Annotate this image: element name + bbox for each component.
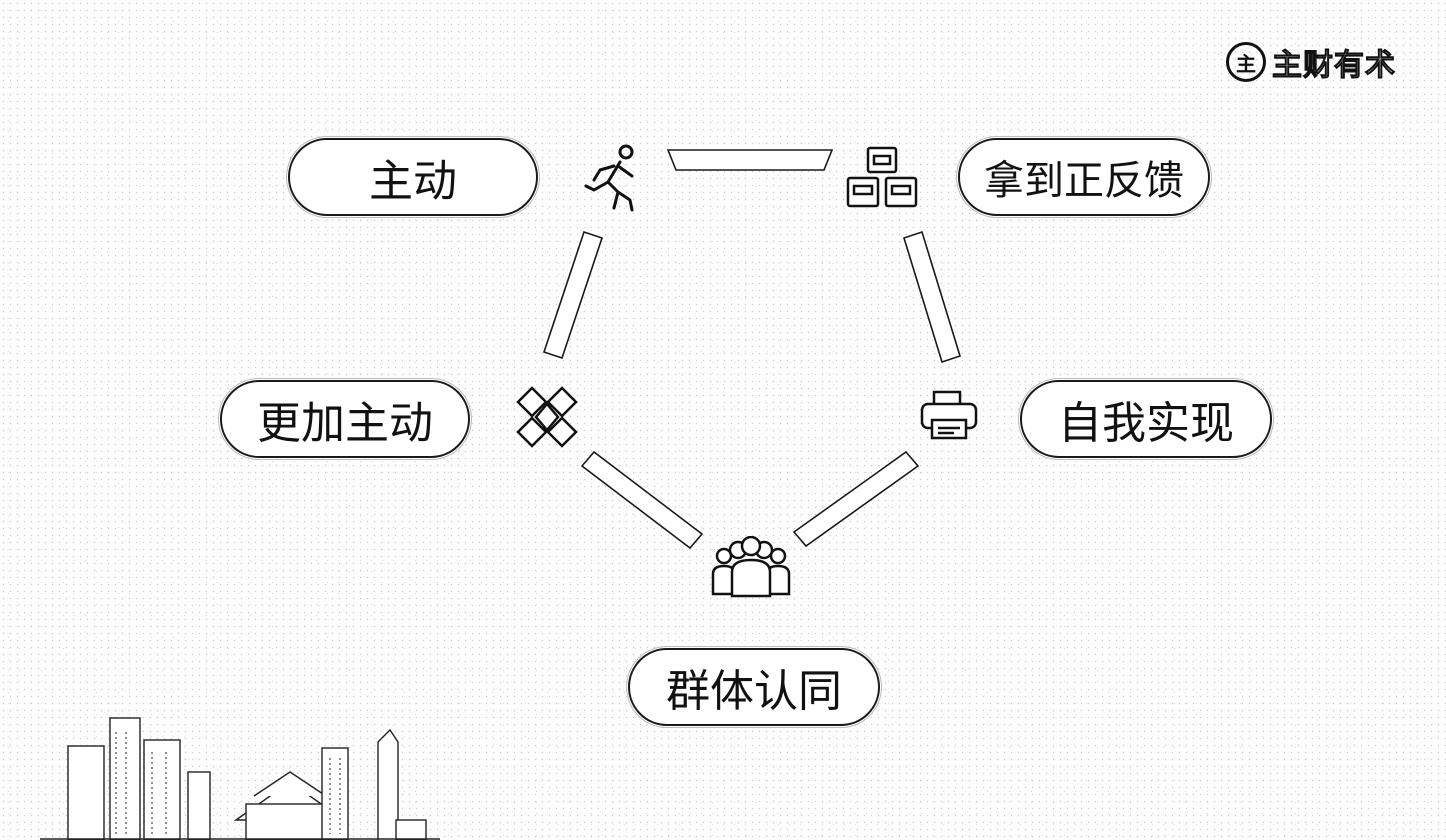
connector-top: [666, 149, 834, 171]
printer-icon: [920, 390, 978, 440]
interlocking-diamonds-icon: [516, 386, 578, 448]
runner-icon: [584, 144, 634, 212]
stacked-blocks-icon: [846, 146, 918, 208]
brand-logo: 主 主财有术: [1226, 38, 1416, 86]
logo-mark: 主: [1226, 42, 1266, 82]
node-self-realization-label: 自我实现: [1020, 380, 1272, 458]
connector-left-upper: [542, 230, 604, 360]
node-feedback-label: 拿到正反馈: [958, 138, 1210, 216]
node-group-identity-label: 群体认同: [628, 648, 880, 726]
node-more-initiative-label: 更加主动: [220, 380, 470, 458]
node-initiative-label: 主动: [288, 138, 538, 216]
logo-text: 主财有术: [1272, 48, 1396, 84]
connector-left-lower: [580, 450, 704, 550]
connector-right-lower: [792, 450, 920, 548]
connector-right-upper: [903, 230, 961, 364]
city-skyline-decoration: [40, 717, 440, 840]
people-group-icon: [711, 536, 791, 598]
